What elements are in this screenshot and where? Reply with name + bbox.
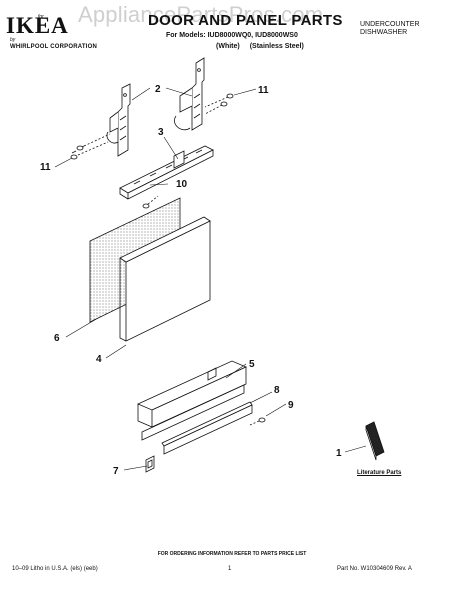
- hinge-bracket-left: [106, 83, 131, 157]
- callout-10: 10: [176, 179, 188, 190]
- callout-5: 5: [249, 359, 255, 370]
- page-title: DOOR AND PANEL PARTS: [148, 12, 343, 29]
- mounting-rail: [119, 145, 214, 200]
- watermark: AppliancePartsPros.com: [78, 2, 324, 27]
- product-line-2: DISHWASHER: [360, 29, 408, 36]
- brand-for-text: for: [38, 14, 44, 20]
- toe-panel: [137, 360, 247, 441]
- whirlpool-corporation-label: WHIRLPOOL CORPORATION: [10, 44, 97, 50]
- variant-stainless: (Stainless Steel): [249, 43, 304, 50]
- models-line: For Models: IUD8000WQ0, IUD8000WS0: [166, 32, 298, 39]
- screws-left: [70, 133, 111, 160]
- callout-1: 1: [336, 448, 342, 459]
- literature-parts-label: Literature Parts: [357, 470, 402, 476]
- product-line-1: UNDERCOUNTER: [360, 21, 420, 28]
- literature-booklet: [365, 421, 385, 461]
- clip-part: [145, 455, 155, 473]
- callout-4: 4: [96, 354, 102, 365]
- variants-line: (White) (Stainless Steel): [216, 43, 314, 50]
- door-panel: [119, 216, 211, 342]
- callout-8: 8: [274, 385, 280, 396]
- rail-screw: [142, 195, 159, 209]
- screws-right: [204, 93, 234, 115]
- toe-screw: [249, 417, 266, 426]
- part-number: Part No. W10304609 Rev. A: [337, 566, 412, 572]
- callout-9: 9: [288, 400, 294, 411]
- brand-by-text: by: [10, 37, 16, 43]
- page-number: 1: [228, 566, 232, 572]
- toe-trim: [161, 401, 253, 455]
- leader-lines: [54, 87, 367, 471]
- callout-11-left: 11: [40, 162, 51, 173]
- callout-6: 6: [54, 333, 60, 344]
- product-type: UNDERCOUNTER DISHWASHER: [360, 21, 420, 37]
- ikea-logo: IKEA: [6, 13, 69, 38]
- hinge-bracket-right: [174, 57, 205, 131]
- callout-3: 3: [158, 127, 164, 138]
- litho-info: 10–09 Litho in U.S.A. (els) (eeb): [12, 566, 98, 572]
- variant-white: (White): [216, 43, 240, 50]
- callout-7: 7: [113, 466, 119, 477]
- ordering-note: FOR ORDERING INFORMATION REFER TO PARTS …: [157, 551, 307, 557]
- callout-2: 2: [155, 84, 161, 95]
- callout-11-right: 11: [258, 85, 269, 96]
